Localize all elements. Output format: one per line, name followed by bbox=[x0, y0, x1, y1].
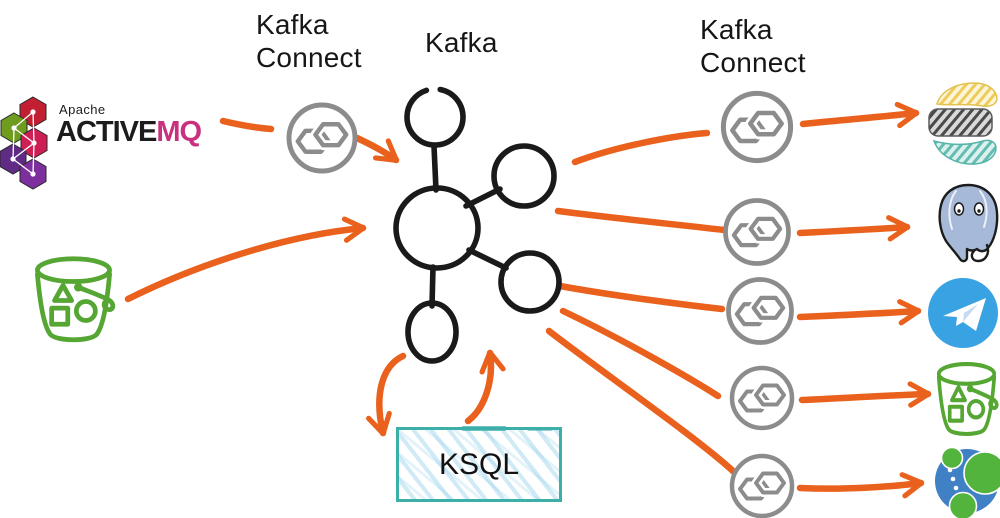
activemq-node-network bbox=[10, 109, 37, 177]
kafka-connect-right-label: Kafka Connect bbox=[700, 14, 806, 78]
arrow-kafka-to-sink-5 bbox=[545, 327, 738, 476]
arrow-sink4-to-s3 bbox=[798, 381, 932, 408]
s3-bucket-source-icon bbox=[37, 259, 112, 340]
ksql-label: KSQL bbox=[438, 447, 520, 481]
arrows bbox=[124, 101, 932, 499]
kafka-connect-sink-icon-5 bbox=[732, 456, 792, 516]
arrow-kafka-to-sink-3 bbox=[556, 282, 726, 313]
stack-layer-yellow bbox=[936, 82, 998, 107]
kafka-connect-sink-icon-1 bbox=[723, 93, 790, 160]
postgresql-elephant-icon bbox=[938, 183, 999, 263]
kafka-connect-sink-icon-4 bbox=[732, 368, 792, 428]
kafka-connect-sink-icon-3 bbox=[729, 280, 792, 343]
arrow-ksql-to-kafka bbox=[464, 349, 506, 425]
arrow-sink1-to-stack bbox=[799, 101, 920, 129]
arrow-kafka-to-sink-1 bbox=[571, 129, 711, 166]
arrow-kafka-to-sink-2 bbox=[554, 207, 728, 234]
arrow-sink5-to-neo4j bbox=[796, 472, 925, 499]
arrow-connector-to-kafka bbox=[353, 134, 400, 164]
arrow-sink2-to-postgres bbox=[796, 215, 911, 242]
arrow-sink3-to-telegram bbox=[796, 299, 922, 326]
activemq-apache-label: Apache bbox=[59, 102, 106, 117]
activemq-brand-active: ACTIVE bbox=[56, 116, 157, 148]
activemq-brand-mq: MQ bbox=[156, 116, 202, 148]
stack-layer-teal bbox=[932, 139, 997, 165]
kafka-connect-left-label: Kafka Connect bbox=[256, 9, 362, 73]
arrow-kafka-to-ksql bbox=[366, 352, 407, 437]
arrow-s3-to-kafka bbox=[124, 216, 367, 303]
apache-activemq-logo bbox=[0, 96, 48, 190]
kafka-connect-source-icon bbox=[289, 105, 355, 171]
ksql-box: KSQL bbox=[396, 426, 562, 502]
kafka-label: Kafka bbox=[425, 27, 498, 58]
activemq-wordmark: Apache ACTIVEMQ bbox=[56, 102, 202, 148]
neo4j-icon bbox=[935, 446, 1000, 518]
arrow-activemq-to-connector bbox=[219, 117, 275, 133]
kafka-connect-sink-icon-2 bbox=[726, 201, 789, 264]
arrow-kafka-to-sink-4 bbox=[559, 307, 722, 400]
kafka-logo-sketch bbox=[393, 86, 562, 364]
layered-stack-icon bbox=[928, 82, 998, 165]
telegram-icon bbox=[928, 278, 998, 348]
s3-bucket-destination-icon bbox=[939, 364, 997, 434]
stack-layer-grey bbox=[928, 108, 993, 137]
